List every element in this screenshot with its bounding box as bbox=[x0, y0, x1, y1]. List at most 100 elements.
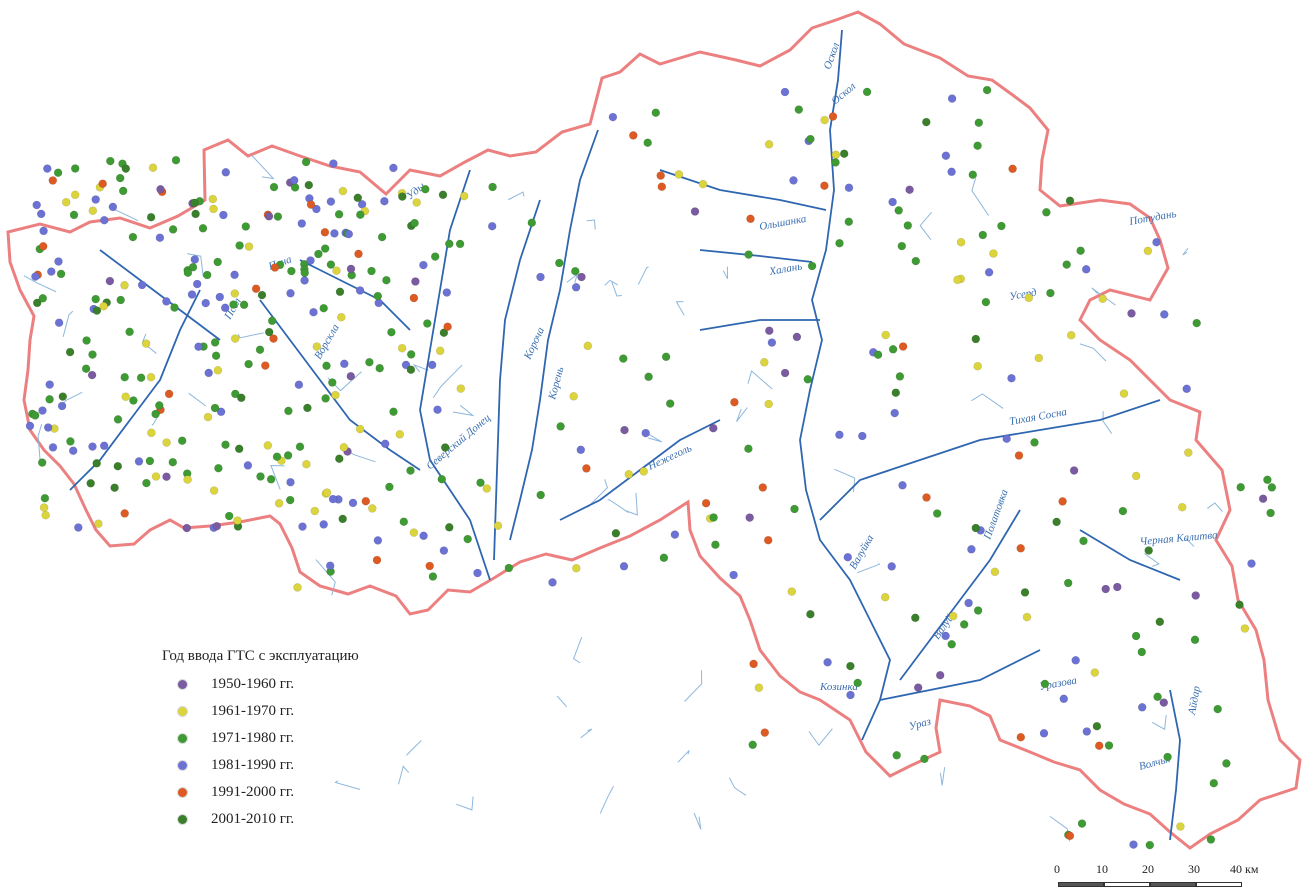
gts-point bbox=[504, 563, 514, 573]
gts-point bbox=[334, 210, 344, 219]
gts-point bbox=[1071, 655, 1080, 665]
gts-point bbox=[30, 411, 40, 420]
gts-point bbox=[898, 480, 907, 490]
gts-point bbox=[266, 474, 276, 484]
gts-point bbox=[382, 275, 391, 285]
tributary-line bbox=[187, 253, 204, 277]
gts-point bbox=[155, 233, 165, 242]
gts-point bbox=[210, 338, 220, 347]
river-label: Нежеголь bbox=[645, 442, 693, 473]
legend-dot-2001-2010 bbox=[178, 815, 187, 824]
gts-point bbox=[1129, 840, 1138, 849]
gts-point bbox=[973, 606, 983, 615]
river-label: Усерд bbox=[1008, 286, 1038, 303]
gts-point bbox=[260, 361, 270, 370]
gts-point bbox=[971, 523, 981, 533]
gts-point bbox=[215, 292, 225, 302]
gts-point bbox=[443, 322, 452, 332]
gts-point bbox=[269, 182, 279, 192]
river-labels: ОсколУдыВорсклаПенаПсёлСеверский ДонецКо… bbox=[222, 41, 1219, 773]
tributary-line bbox=[1185, 537, 1195, 547]
gts-point bbox=[941, 151, 951, 160]
gts-point bbox=[335, 287, 345, 297]
gts-point bbox=[187, 290, 197, 299]
tributary-line bbox=[456, 796, 474, 811]
gts-point bbox=[334, 454, 344, 464]
tributary-line bbox=[722, 266, 729, 280]
gts-point bbox=[243, 461, 253, 470]
gts-point bbox=[556, 422, 565, 431]
gts-point bbox=[213, 365, 223, 375]
gts-point bbox=[1209, 778, 1219, 788]
gts-point bbox=[300, 276, 309, 285]
tributary-line bbox=[607, 499, 629, 513]
tributary-line bbox=[684, 670, 703, 702]
legend-item-1981-1990: 1981-1990 гг. bbox=[162, 752, 359, 779]
gts-point bbox=[54, 257, 63, 266]
tributary-line bbox=[834, 468, 856, 493]
tributary-line bbox=[808, 728, 833, 747]
gts-point bbox=[164, 389, 174, 399]
gts-point bbox=[1131, 471, 1141, 481]
gts-point bbox=[1192, 318, 1201, 328]
tributary-line bbox=[971, 178, 990, 216]
tributary-line bbox=[675, 301, 685, 316]
gts-point bbox=[267, 316, 277, 326]
gts-point bbox=[971, 334, 981, 344]
river-line bbox=[799, 29, 891, 741]
gts-point bbox=[1076, 246, 1085, 255]
gts-point bbox=[312, 342, 322, 351]
gts-point bbox=[1002, 434, 1012, 444]
gts-point bbox=[577, 272, 586, 282]
gts-point bbox=[113, 461, 123, 471]
gts-point bbox=[941, 631, 950, 641]
gts-point bbox=[290, 183, 300, 192]
gts-point bbox=[1030, 438, 1039, 447]
gts-point bbox=[794, 105, 804, 114]
gts-point bbox=[344, 229, 354, 239]
gts-point bbox=[911, 256, 921, 266]
gts-point bbox=[118, 186, 128, 196]
gts-point bbox=[346, 264, 356, 274]
gts-point bbox=[320, 244, 330, 253]
gts-point bbox=[91, 195, 100, 204]
gts-point bbox=[665, 399, 675, 408]
gts-point bbox=[571, 563, 581, 573]
gts-point bbox=[659, 553, 669, 563]
gts-point bbox=[98, 179, 107, 188]
tributary-line bbox=[1102, 410, 1113, 434]
gts-point bbox=[88, 206, 98, 215]
gts-point bbox=[709, 513, 718, 522]
gts-point bbox=[146, 372, 156, 382]
gts-point bbox=[380, 196, 389, 206]
gts-point bbox=[312, 204, 321, 214]
tributary-line bbox=[23, 275, 57, 293]
gts-point bbox=[53, 168, 63, 177]
gts-point bbox=[190, 255, 200, 264]
gts-point bbox=[1046, 288, 1055, 298]
gts-point bbox=[230, 334, 240, 343]
tributary-line bbox=[406, 740, 422, 756]
gts-point bbox=[300, 268, 310, 278]
gts-point bbox=[1206, 835, 1216, 844]
gts-point bbox=[338, 514, 348, 524]
river-label: Валуйка bbox=[847, 532, 876, 571]
gts-point bbox=[230, 270, 239, 280]
gts-point bbox=[155, 401, 164, 410]
scale-tick-0: 0 bbox=[1054, 862, 1060, 876]
gts-point bbox=[204, 368, 213, 378]
tributary-line bbox=[624, 492, 638, 516]
gts-point bbox=[321, 394, 330, 403]
gts-point bbox=[764, 326, 774, 336]
river-label: Оскол bbox=[829, 80, 858, 107]
gts-point bbox=[835, 238, 844, 248]
gts-point bbox=[438, 190, 448, 200]
gts-point bbox=[125, 327, 134, 337]
tributary-line bbox=[693, 812, 702, 830]
tributary-line bbox=[566, 272, 579, 283]
gts-point bbox=[39, 226, 48, 236]
gts-point bbox=[373, 536, 383, 545]
gts-point bbox=[435, 346, 445, 356]
gts-point bbox=[759, 357, 769, 367]
